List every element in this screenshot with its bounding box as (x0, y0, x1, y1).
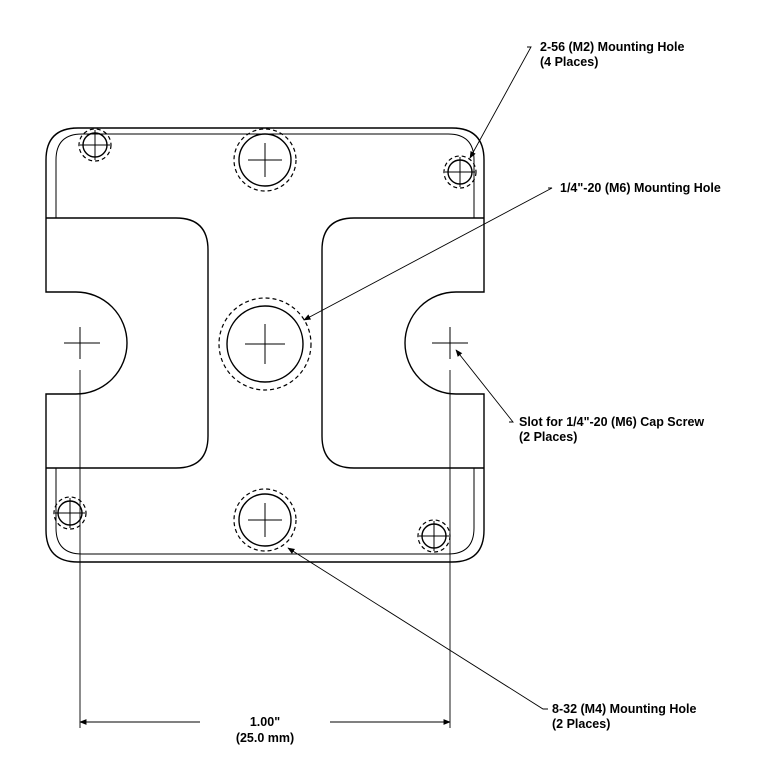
plate-outline (45, 127, 485, 563)
dimension-slot-spacing (79, 370, 451, 732)
m4-mounting-hole-bottom (233, 488, 297, 552)
leader-m6 (303, 187, 553, 321)
m2-hole-count: (4 Places) (540, 55, 598, 69)
m4-mounting-hole-top (233, 128, 297, 192)
m2-hole-label: 2-56 (M2) Mounting Hole (540, 40, 684, 54)
left-channel (46, 217, 209, 469)
m4-hole-label: 8-32 (M4) Mounting Hole (552, 702, 696, 716)
m4-hole-count: (2 Places) (552, 717, 610, 731)
m2-mounting-hole-top-right (443, 155, 477, 189)
dimension-value: 1.00" (250, 715, 280, 729)
dimension-metric: (25.0 mm) (236, 731, 294, 745)
plate-body (45, 127, 485, 563)
right-channel (321, 217, 484, 469)
slot-label: Slot for 1/4"-20 (M6) Cap Screw (519, 415, 704, 429)
leader-m2 (469, 46, 532, 159)
leader-m4 (287, 547, 548, 710)
m2-mounting-hole-top-left (78, 128, 112, 162)
plate-inner-edge-bottom (55, 468, 475, 555)
slot-right (432, 327, 468, 359)
slot-left (64, 327, 100, 359)
leader-slot (455, 349, 514, 423)
m2-mounting-hole-bottom-left (53, 496, 87, 530)
m2-mounting-hole-bottom-right (417, 519, 451, 553)
m6-mounting-hole (218, 297, 312, 391)
m6-hole-label: 1/4"-20 (M6) Mounting Hole (560, 181, 721, 195)
slot-count: (2 Places) (519, 430, 577, 444)
